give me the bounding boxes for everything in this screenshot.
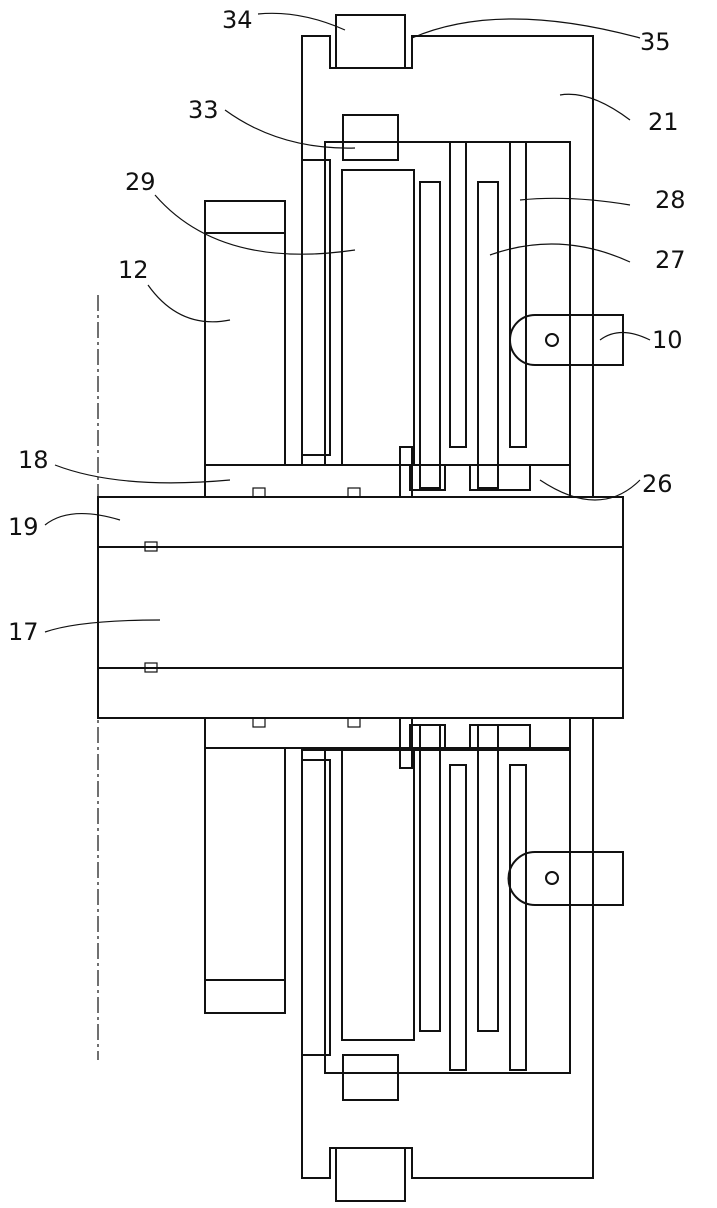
- friction-disc-upper-2: [477, 181, 499, 489]
- seal-34-upper: [335, 14, 406, 69]
- key-lower: [144, 662, 158, 673]
- steel-disc-upper-1: [449, 141, 467, 448]
- hub-lower: [204, 717, 571, 749]
- block-33-lower: [342, 1054, 399, 1101]
- label-26: 26: [642, 470, 673, 498]
- label-34: 34: [222, 6, 253, 34]
- label-35: 35: [640, 28, 671, 56]
- leader-lines: [44, 12, 651, 633]
- steel-disc-lower-2: [509, 764, 527, 1071]
- label-28: 28: [655, 186, 686, 214]
- block-33-upper: [342, 114, 399, 161]
- pin-lower: [399, 717, 413, 769]
- housing-21-lower: [301, 717, 594, 1179]
- key-hub-4: [347, 717, 361, 728]
- cavity-upper: [324, 141, 571, 466]
- friction-disc-upper-1: [419, 181, 441, 489]
- sleeve-19-lower: [97, 667, 624, 719]
- label-12: 12: [118, 256, 149, 284]
- label-10: 10: [652, 326, 683, 354]
- gear-12-upper: [204, 200, 286, 466]
- steel-disc-lower-1: [449, 764, 467, 1071]
- label-17: 17: [8, 618, 39, 646]
- label-33: 33: [188, 96, 219, 124]
- shaft-17: [97, 546, 624, 669]
- gear-12-lower: [204, 747, 286, 1014]
- cylinder-wall-lower: [301, 759, 331, 1056]
- hub-18-upper: [204, 464, 571, 498]
- friction-disc-lower-2: [477, 724, 499, 1032]
- seal-34-lower: [335, 1147, 406, 1202]
- key-hub-2: [347, 487, 361, 498]
- key-hub-1: [252, 487, 266, 498]
- label-19: 19: [8, 513, 39, 541]
- steel-disc-27-upper: [509, 141, 527, 448]
- friction-disc-lower-1: [419, 724, 441, 1032]
- cavity-lower: [324, 749, 571, 1074]
- piston-29-upper: [341, 169, 415, 466]
- pin-upper: [399, 446, 413, 498]
- label-18: 18: [18, 446, 49, 474]
- piston-29-lower: [341, 749, 415, 1041]
- label-29: 29: [125, 168, 156, 196]
- housing-21-upper: [301, 35, 594, 498]
- sleeve-19-upper: [97, 496, 624, 548]
- lever-10-upper: [509, 314, 624, 366]
- key-hub-3: [252, 717, 266, 728]
- label-21: 21: [648, 108, 679, 136]
- lever-10-lower: [507, 851, 624, 906]
- cylinder-wall-upper: [301, 159, 331, 456]
- label-27: 27: [655, 246, 686, 274]
- key-upper: [144, 541, 158, 552]
